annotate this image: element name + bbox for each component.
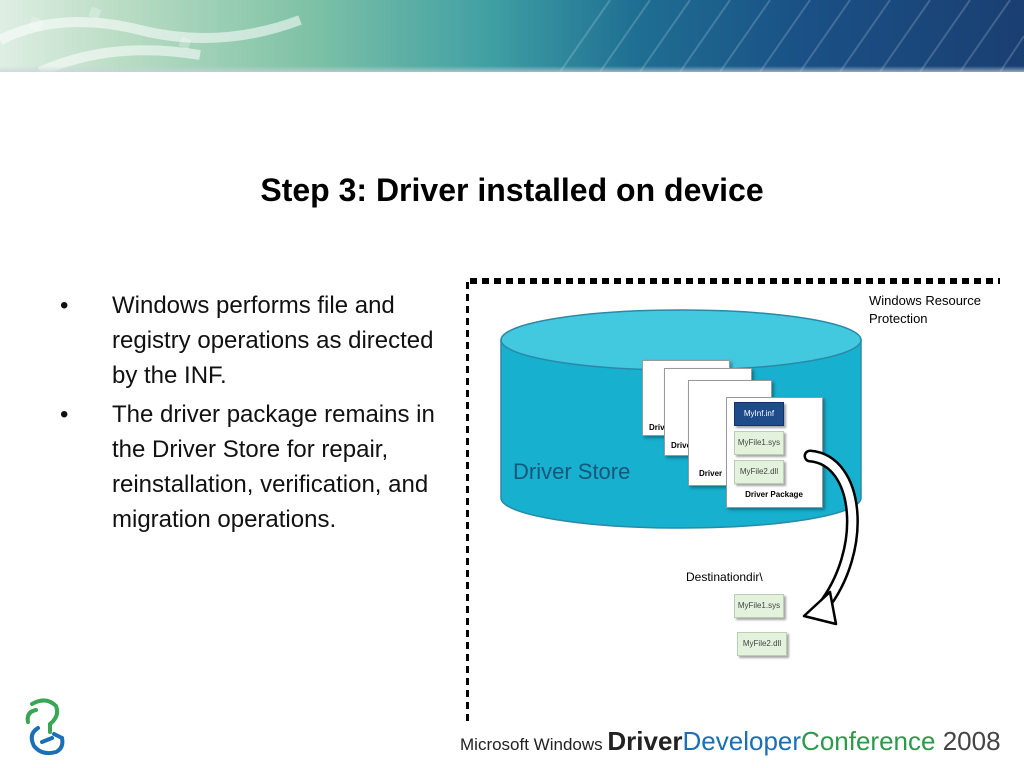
bullet-text: The driver package remains in the Driver… [112, 401, 435, 533]
bullet-list: • Windows performs file and registry ope… [60, 288, 465, 541]
destination-label: Destinationdir\ [686, 570, 763, 584]
stacked-page-label: Driver [671, 441, 695, 450]
bullet-text: Windows performs file and registry opera… [112, 292, 434, 389]
curved-arrow-icon [802, 449, 859, 626]
bullet-glyph: • [60, 401, 69, 428]
footer-brand-conference: Conference [801, 726, 936, 756]
driver-store-label: Driver Store [513, 459, 631, 484]
footer-brand-driver: Driver [607, 726, 683, 756]
person-heads-logo-icon [25, 698, 65, 756]
header-banner [0, 0, 1024, 72]
bullet-item: • The driver package remains in the Driv… [60, 397, 465, 537]
driver-package-label: Driver Package [745, 490, 803, 499]
bullet-glyph: • [60, 292, 69, 319]
stacked-page-label: Driver [699, 469, 723, 478]
stacked-page-label: Driv [649, 423, 665, 432]
footer-brand-developer: Developer [682, 726, 802, 756]
inf-file-tile: MyInf.inf [734, 402, 784, 426]
footer-brand-year: 2008 [935, 726, 1001, 756]
wrp-label: Windows Resource Protection [869, 293, 981, 326]
destination-file-tile: MyFile2.dll [737, 632, 787, 656]
footer-brand-microsoft: Microsoft Windows [460, 735, 608, 754]
package-file-tile: MyFile1.sys [734, 431, 784, 455]
slide-title: Step 3: Driver installed on device [260, 172, 764, 208]
wrp-boundary [466, 278, 1000, 721]
destination-file-tile: MyFile1.sys [734, 594, 784, 618]
footer-brand: Microsoft Windows DriverDeveloperConfere… [460, 726, 1020, 757]
banner-shade [0, 66, 1024, 72]
banner-pattern-icon [0, 0, 1024, 72]
bullet-item: • Windows performs file and registry ope… [60, 288, 465, 393]
package-file-tile: MyFile2.dll [734, 460, 784, 484]
